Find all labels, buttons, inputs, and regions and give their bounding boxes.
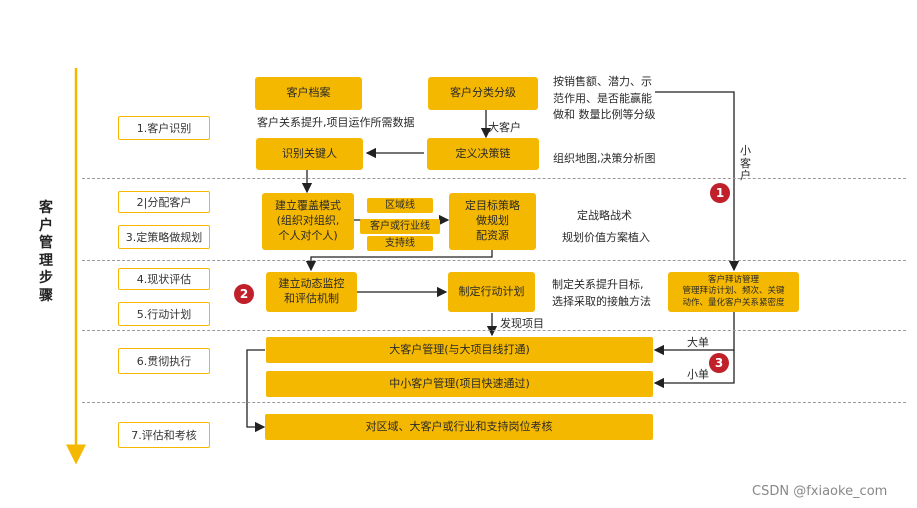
- box-customer-profile: 客户档案: [255, 77, 362, 110]
- note-org-map: 组织地图,决策分析图: [553, 152, 656, 165]
- note-big-customer: 大客户: [488, 121, 521, 134]
- box-customer-industry-line: 客户或行业线: [360, 219, 440, 234]
- note-grading-desc: 按销售额、潜力、示 范作用、是否能赢能 做和 数量比例等分级: [553, 75, 656, 121]
- separator-4: [82, 402, 906, 403]
- note-set-strategy-tactics: 定战略战术: [577, 209, 632, 222]
- arrow-small-order: [653, 350, 735, 389]
- marker-3: 3: [709, 353, 729, 373]
- arrow-small-customer: [655, 91, 740, 272]
- box-define-decision-chain: 定义决策链: [427, 138, 539, 170]
- box-make-action-plan: 制定行动计划: [448, 272, 535, 312]
- box-visit-management: 客户拜访管理 管理拜访计划、频次、关键 动作、量化客户关系紧密度: [668, 272, 799, 312]
- stage-execution: 6.贯彻执行: [118, 348, 210, 374]
- separator-2: [82, 260, 906, 261]
- note-relationship: 客户关系提升,项目运作所需数据: [257, 116, 415, 129]
- separator-1: [82, 178, 906, 179]
- note-plan-value: 规划价值方案植入: [562, 231, 650, 244]
- separator-3: [82, 330, 906, 331]
- marker-2: 2: [234, 284, 254, 304]
- stage-assign-customer: 2|分配客户: [118, 191, 210, 213]
- watermark: CSDN @fxiaoke_com: [752, 484, 888, 499]
- stage-evaluation: 7.评估和考核: [118, 422, 210, 448]
- stage-status-assessment: 4.现状评估: [118, 268, 210, 290]
- box-assessment: 对区域、大客户或行业和支持岗位考核: [265, 414, 653, 440]
- note-small-customer: 小 客 户: [740, 144, 751, 183]
- box-support-line: 支持线: [367, 236, 433, 251]
- box-build-coverage: 建立覆盖模式 (组织对组织, 个人对个人): [262, 193, 354, 250]
- box-customer-grading: 客户分类分级: [428, 77, 538, 110]
- box-build-monitoring: 建立动态监控 和评估机制: [266, 272, 357, 312]
- box-sme-mgmt: 中小客户管理(项目快速通过): [266, 371, 653, 397]
- note-big-order: 大单: [687, 336, 709, 349]
- stage-action-plan: 5.行动计划: [118, 302, 210, 326]
- box-set-target-strategy: 定目标策略 做规划 配资源: [449, 193, 536, 250]
- side-title: 客 户 管 理 步 骤: [39, 200, 53, 304]
- box-identify-key-person: 识别关键人: [256, 138, 363, 170]
- note-make-target: 制定关系提升目标, 选择采取的接触方法: [552, 278, 651, 308]
- arrow-target-to-monitor: [305, 250, 493, 272]
- stage-strategy-planning: 3.定策略做规划: [118, 225, 210, 249]
- box-key-account-mgmt: 大客户管理(与大项目线打通): [266, 337, 653, 363]
- arrow-exec-to-assess: [246, 349, 266, 433]
- note-small-order: 小单: [687, 368, 709, 381]
- box-region-line: 区域线: [367, 198, 433, 213]
- marker-1: 1: [710, 183, 730, 203]
- stage-customer-identification: 1.客户识别: [118, 116, 210, 140]
- note-find-project: 发现项目: [500, 317, 544, 330]
